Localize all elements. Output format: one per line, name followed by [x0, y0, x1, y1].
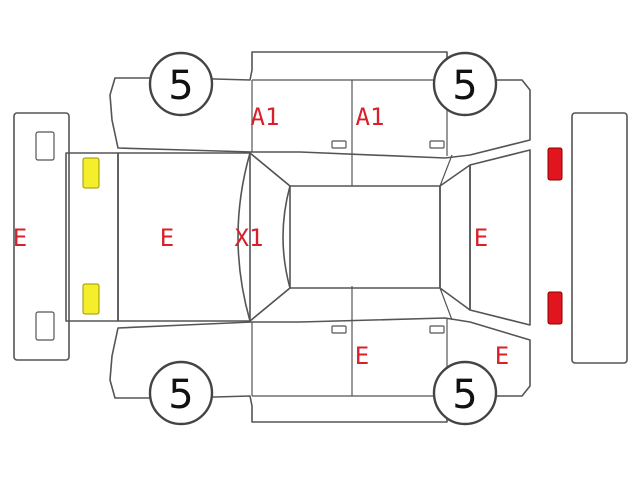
taillamps	[547, 147, 563, 325]
top-view-body	[65, 149, 531, 326]
code-front-bumper: E	[13, 224, 27, 252]
code-hood: E	[160, 224, 174, 252]
code-windshield: X1	[235, 224, 264, 252]
tire-front-right: 5	[148, 360, 214, 426]
tire-front-right-rating: 5	[168, 372, 193, 418]
headlamp-right	[82, 283, 100, 315]
code-left-front-door: A1	[251, 103, 280, 131]
tire-rear-left: 5	[432, 51, 498, 117]
taillamp-right	[547, 291, 563, 325]
front-bumper	[13, 112, 70, 361]
tire-rear-right-rating: 5	[452, 372, 477, 418]
tire-rear-right: 5	[432, 360, 498, 426]
code-left-rear-door: A1	[356, 103, 385, 131]
headlamps	[82, 157, 100, 315]
headlamp-left	[82, 157, 100, 189]
rear-bumper	[571, 112, 628, 364]
taillamp-left	[547, 147, 563, 181]
tire-front-left-rating: 5	[168, 63, 193, 109]
code-right-rear-door: E	[355, 342, 369, 370]
tire-front-left: 5	[148, 51, 214, 117]
code-right-rear-quarter: E	[495, 342, 509, 370]
tire-rear-left-rating: 5	[452, 63, 477, 109]
left-side-view	[109, 51, 531, 186]
code-rear-glass: E	[474, 224, 488, 252]
